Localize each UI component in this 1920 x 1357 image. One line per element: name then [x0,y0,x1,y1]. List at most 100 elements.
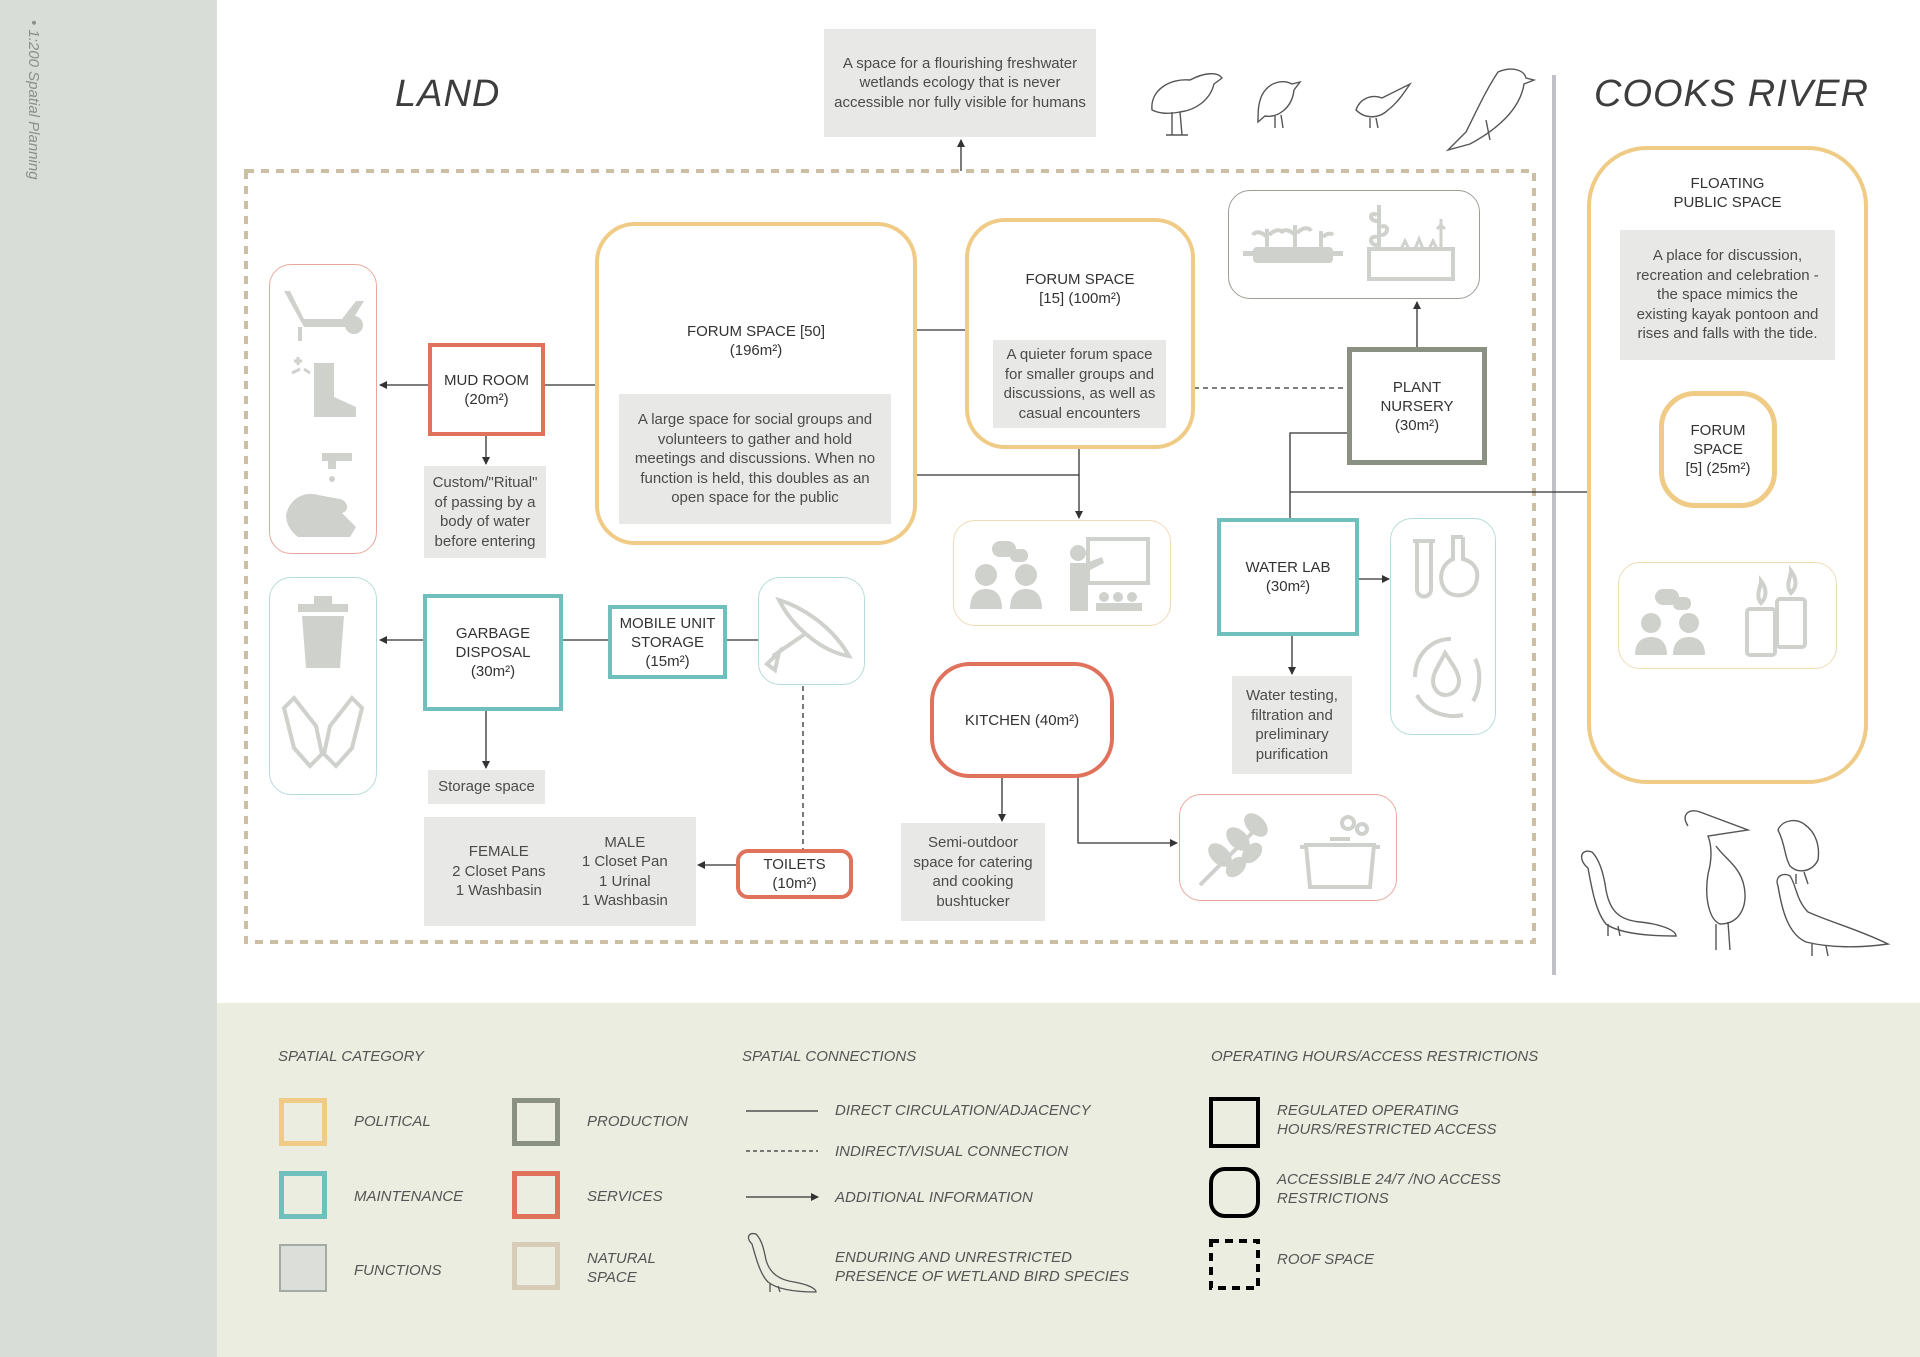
sidebar [0,0,217,1357]
legend-accessible: ACCESSIBLE 24/7 /NO ACCESS RESTRICTIONS [1277,1171,1501,1207]
bird-icon [1257,80,1302,129]
handwash-icon [286,453,356,537]
forum-space-50: FORUM SPACE [50] (196m²) [595,222,917,545]
kayak-icons [758,577,865,685]
swatch-political [279,1098,327,1146]
bird-icon [1151,73,1223,136]
water-lab-name: WATER LAB [1245,559,1331,576]
mud-room-desc: Custom/"Ritual" of passing by a body of … [424,466,546,558]
female-title: FEMALE [468,843,529,861]
wetland-note: A space for a flourishing freshwater wet… [824,29,1096,137]
floating-public-space: FLOATING PUBLIC SPACE [1587,146,1868,784]
female-item: 2 Closet Pans [452,862,546,880]
sidebar-label: • 1:200 Spatial Planning [25,20,42,180]
water-lab-icons [1390,518,1496,735]
legend-info: ADDITIONAL INFORMATION [835,1189,1033,1206]
people-icon [1635,589,1705,655]
kayak-icon [763,596,853,674]
mudroom-icons [269,264,377,554]
mobile-area: (15m²) [645,652,690,670]
male-title: MALE [604,833,646,851]
land-title: LAND [395,73,501,115]
kitchen-desc: Semi-outdoor space for catering and cook… [901,823,1045,921]
floating-name: FLOATING PUBLIC SPACE [1673,175,1782,211]
mobile-unit-storage: MOBILE UNIT STORAGE (15m²) [608,605,727,679]
floating-icons [1618,562,1837,669]
bird-icon [1445,68,1537,152]
bird-icon [1355,82,1413,129]
legend-political: POLITICAL [354,1113,431,1130]
male-item: 1 Washbasin [581,892,668,909]
legend-panel [217,1003,1920,1357]
pot-icon [1300,815,1380,889]
flask-icon [1413,535,1480,599]
garbage-icons [269,577,377,795]
toilet-detail: FEMALE 2 Closet Pans 1 Washbasin MALE 1 … [424,817,696,926]
legend-regulated: REGULATED OPERATING HOURS/RESTRICTED ACC… [1277,1102,1497,1138]
mud-room: MUD ROOM (20m²) [428,343,545,436]
legend-indirect: INDIRECT/VISUAL CONNECTION [835,1143,1069,1160]
forum-5-area: [5] (25m²) [1685,460,1751,477]
plant-nursery: PLANT NURSERY (30m²) [1347,347,1487,465]
regulated-symbol [1209,1097,1260,1148]
legend-maintenance: MAINTENANCE [354,1188,464,1205]
forum-space-15: FORUM SPACE [15] (100m²) [965,218,1195,449]
forum-15-area: [15] (100m²) [1039,290,1121,307]
boot-icon [291,357,356,417]
water-lab-area: (30m²) [1265,578,1311,595]
presentation-icon [1070,537,1150,611]
forum-50-area: (196m²) [729,342,783,359]
legend-services: SERVICES [587,1188,663,1205]
female-list: FEMALE 2 Closet Pans 1 Washbasin [452,842,545,901]
wheelbarrow-icon [284,291,364,341]
plant-nursery-area: (30m²) [1394,416,1440,434]
swatch-maintenance [279,1171,327,1219]
toilets: TOILETS (10m²) [736,849,853,899]
legend-connections-head: SPATIAL CONNECTIONS [742,1048,917,1065]
legend-category-head: SPATIAL CATEGORY [278,1048,424,1065]
garbage-name: GARBAGE DISPOSAL [455,625,531,661]
accessible-symbol [1209,1167,1260,1218]
seedling-icon [1243,225,1343,263]
legend-hours-head: OPERATING HOURS/ACCESS RESTRICTIONS [1211,1048,1539,1065]
garbage-disposal: GARBAGE DISPOSAL (30m²) [423,594,563,711]
nursery-icons [1228,190,1480,299]
legend-direct: DIRECT CIRCULATION/ADJACENCY [835,1102,1091,1119]
water-lab: WATER LAB (30m²) [1217,518,1359,636]
male-item: 1 Urinal [598,872,651,890]
forum-50-name: FORUM SPACE [50] [686,323,826,340]
garbage-area: (30m²) [470,663,516,680]
forum-5-name: FORUM SPACE [1690,422,1746,458]
legend-birds: ENDURING AND UNRESTRICTED PRESENCE OF WE… [835,1249,1129,1285]
swatch-production [512,1098,560,1146]
swatch-services [512,1171,560,1219]
bird-icon [1776,873,1891,957]
herb-icon [1198,813,1268,887]
bird-icon [747,1232,817,1293]
mobile-name: MOBILE UNIT STORAGE [619,614,716,651]
trash-icon [298,596,348,668]
kitchen-name: KITCHEN (40m²) [964,711,1080,729]
planter-icon [1367,205,1455,281]
forum-icons [953,520,1171,626]
legend-production: PRODUCTION [587,1113,688,1130]
mud-room-area: (20m²) [464,390,509,408]
male-item: 1 Closet Pan [581,853,668,870]
forum-15-desc: A quieter forum space for smaller groups… [993,340,1166,428]
water-lab-desc: Water testing, filtration and preliminar… [1232,676,1352,774]
mud-room-name: MUD ROOM [444,371,529,389]
bird-icon [1777,819,1820,885]
forum-50-desc: A large space for social groups and volu… [619,394,891,524]
garbage-desc: Storage space [428,770,545,804]
plant-nursery-name: PLANT NURSERY [1380,378,1454,415]
swatch-functions [279,1244,327,1292]
toilets-name: TOILETS [763,856,826,873]
roof-symbol [1209,1239,1260,1290]
water-cycle-icon [1413,637,1482,718]
candle-icon [1745,565,1807,657]
kitchen-icons [1179,794,1397,901]
male-list: MALE 1 Closet Pan 1 Urinal 1 Washbasin [582,833,668,911]
people-icon [970,541,1042,609]
